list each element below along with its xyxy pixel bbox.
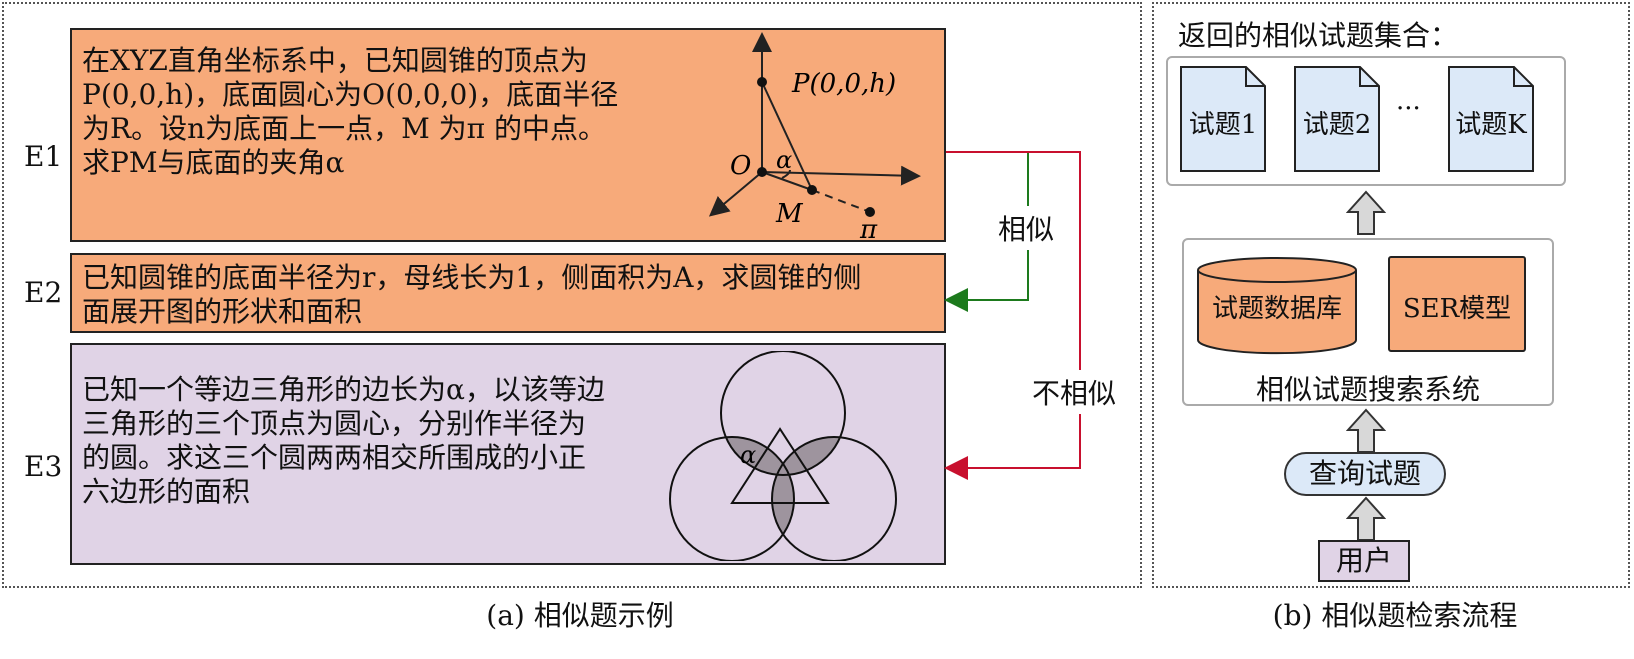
doc-k-label: 试题K — [1455, 110, 1527, 140]
doc-2-icon — [1294, 66, 1380, 172]
row-label-e2: E2 — [24, 276, 63, 309]
lens-ab — [721, 437, 794, 475]
e3-alpha-label: α — [740, 441, 756, 469]
label-alpha: α — [776, 146, 792, 174]
y-axis — [708, 171, 763, 217]
label-p: P(0,0,h) — [791, 69, 896, 99]
database-label: 试题数据库 — [1211, 294, 1342, 324]
e1-line-2: P(0,0,h)，底面圆心为O(0,0,0)，底面半径 — [82, 78, 619, 111]
circle-left — [669, 436, 795, 561]
lens-ac — [772, 437, 845, 475]
relation-arrows — [944, 151, 1081, 480]
label-o: O — [730, 151, 751, 181]
point-pi — [865, 207, 875, 217]
o-m-segment — [761, 171, 813, 191]
label-m: M — [775, 199, 804, 229]
up-arrow-3 — [1346, 496, 1386, 541]
e1-cone-figure: P(0,0,h) O α M π — [708, 32, 921, 242]
doc-1-icon — [1180, 66, 1266, 172]
e2-line-2: 面展开图的形状和面积 — [82, 295, 363, 328]
doc-1: 试题1 — [1180, 66, 1266, 172]
e1-question-text: 在XYZ直角坐标系中，已知圆锥的顶点为 P(0,0,h)，底面圆心为O(0,0,… — [82, 44, 618, 180]
similar-label: 相似 — [998, 206, 1055, 250]
not-similar-label: 不相似 — [1032, 370, 1117, 414]
caption-a: (a) 相似题示例 — [486, 599, 674, 632]
e3-question-box: 已知一个等边三角形的边长为α，以该等边 三角形的三个顶点为圆心，分别作半径为 的… — [70, 343, 946, 565]
label-pi: π — [859, 215, 878, 242]
e3-line-3: 的圆。求这三个圆两两相交所围成的小正 — [82, 441, 587, 474]
e1-question-box: 在XYZ直角坐标系中，已知圆锥的顶点为 P(0,0,h)，底面圆心为O(0,0,… — [70, 28, 946, 242]
doc-k-icon — [1448, 66, 1534, 172]
user-box[interactable]: 用户 — [1318, 540, 1410, 582]
result-set-title: 返回的相似试题集合： — [1178, 19, 1459, 52]
e2-line-1: 已知圆锥的底面半径为r，母线长为1，侧面积为A，求圆锥的侧 — [82, 261, 862, 294]
e3-line-2: 三角形的三个顶点为圆心，分别作半径为 — [82, 407, 587, 440]
not-similar-arrow — [944, 151, 1081, 480]
up-arrow-1 — [1346, 190, 1386, 235]
e2-question-text: 已知圆锥的底面半径为r，母线长为1，侧面积为A，求圆锥的侧 面展开图的形状和面积 — [82, 261, 861, 329]
row-label-e1: E1 — [24, 140, 63, 173]
e3-line-1: 已知一个等边三角形的边长为α，以该等边 — [82, 373, 605, 406]
panel-a-frame — [2, 2, 1142, 588]
ser-model-box: SER模型 — [1388, 256, 1526, 352]
database-cylinder — [1197, 257, 1357, 355]
x-axis — [761, 165, 921, 186]
e1-line-1: 在XYZ直角坐标系中，已知圆锥的顶点为 — [82, 44, 588, 77]
ser-model-label: SER模型 — [1402, 294, 1512, 324]
doc-2-label: 试题2 — [1302, 110, 1372, 140]
pm-segment — [761, 81, 813, 191]
query-label: 查询试题 — [1308, 457, 1421, 490]
e1-line-3: 为R。设n为底面上一点，M 为π 的中点。 — [82, 112, 606, 145]
circle-right — [771, 436, 897, 561]
e1-line-4: 求PM与底面的夹角α — [82, 146, 345, 179]
panel-b-frame — [1152, 2, 1630, 588]
point-o — [757, 167, 767, 177]
point-m — [807, 185, 817, 195]
doc-2: 试题2 — [1294, 66, 1380, 172]
ellipsis: ··· — [1396, 94, 1421, 124]
doc-1-label: 试题1 — [1188, 110, 1258, 140]
system-label: 相似试题搜索系统 — [1255, 373, 1480, 406]
e3-circles-figure: α — [669, 351, 897, 561]
user-label: 用户 — [1335, 544, 1392, 577]
e3-question-text: 已知一个等边三角形的边长为α，以该等边 三角形的三个顶点为圆心，分别作半径为 的… — [82, 373, 605, 509]
e3-line-4: 六边形的面积 — [82, 475, 251, 508]
point-p — [757, 77, 767, 87]
caption-b: (b) 相似题检索流程 — [1272, 599, 1518, 632]
row-label-e3: E3 — [24, 450, 63, 483]
circle-top — [720, 351, 846, 476]
m-pi-dashed — [811, 189, 871, 213]
doc-k: 试题K — [1448, 66, 1534, 172]
up-arrow-2 — [1346, 408, 1386, 453]
angle-arc — [781, 169, 791, 179]
query-pill[interactable]: 查询试题 — [1284, 452, 1446, 496]
similar-arrow — [944, 152, 1029, 312]
e2-question-box: 已知圆锥的底面半径为r，母线长为1，侧面积为A，求圆锥的侧 面展开图的形状和面积 — [70, 253, 946, 333]
equilateral-triangle — [730, 427, 830, 504]
